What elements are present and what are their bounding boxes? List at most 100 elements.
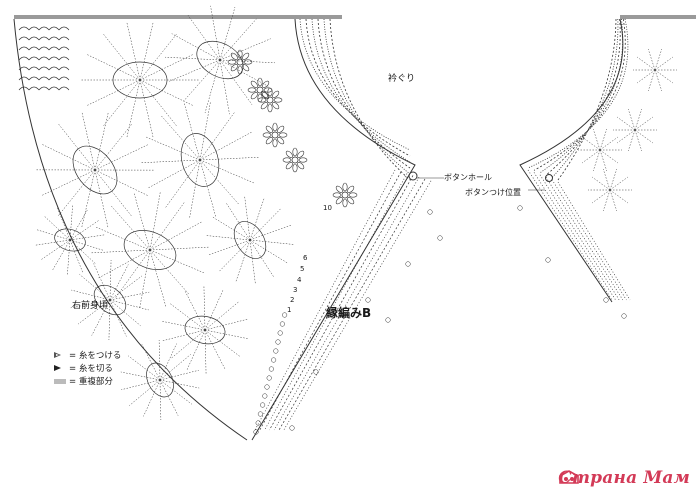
chain-stitch-line bbox=[103, 80, 140, 127]
chain-stitch-line bbox=[160, 380, 178, 416]
chain-stitch-line bbox=[110, 292, 149, 300]
flower-petal bbox=[244, 60, 252, 64]
chain-stitch-line bbox=[110, 260, 111, 300]
chain-stitch-line bbox=[635, 130, 653, 143]
shell-stitch bbox=[59, 47, 69, 50]
chain-stitch-line bbox=[200, 101, 211, 160]
row-number-circle bbox=[280, 322, 285, 327]
chain-stitch-line bbox=[200, 111, 235, 160]
chain-stitch-line bbox=[188, 15, 220, 60]
shell-stitch bbox=[49, 37, 59, 40]
edging-stitch-row bbox=[558, 182, 630, 300]
chain-stitch-line bbox=[90, 250, 150, 253]
chain-stitch-line bbox=[205, 289, 224, 330]
row-number-circle bbox=[260, 403, 265, 408]
edging-stitch-row bbox=[265, 174, 407, 430]
left-front-panel-chart bbox=[518, 15, 696, 318]
flower-petal bbox=[273, 139, 277, 147]
chain-stitch-line bbox=[140, 250, 150, 309]
shell-stitch bbox=[29, 47, 39, 50]
flower-petal bbox=[261, 91, 270, 100]
chain-stitch-line bbox=[628, 130, 635, 151]
shell-stitch bbox=[39, 47, 49, 50]
chain-stitch-line bbox=[200, 160, 216, 218]
chain-stitch-line bbox=[600, 150, 607, 171]
flower-petal bbox=[349, 193, 357, 197]
chain-stitch-line bbox=[582, 137, 600, 150]
chain-stitch-line bbox=[150, 191, 160, 250]
chain-stitch-line bbox=[95, 144, 149, 170]
legend-cut-yarn: = 糸を切る bbox=[54, 362, 113, 374]
flower-petal bbox=[248, 88, 256, 92]
row-count-5: 5 bbox=[300, 266, 304, 273]
chain-stitch-line bbox=[160, 380, 192, 404]
chain-stitch-line bbox=[86, 54, 140, 80]
row-number-circle bbox=[406, 262, 411, 267]
chain-stitch-line bbox=[165, 57, 220, 60]
chain-stitch-line bbox=[110, 276, 142, 300]
row-number-circle bbox=[276, 340, 281, 345]
shell-stitch bbox=[39, 67, 49, 70]
row-number-circle bbox=[622, 314, 627, 319]
chain-stitch-line bbox=[127, 22, 140, 80]
chain-stitch-line bbox=[172, 34, 220, 60]
chain-stitch-line bbox=[82, 111, 95, 170]
row-count-4: 4 bbox=[297, 277, 301, 284]
chain-stitch-line bbox=[205, 330, 206, 375]
row-number-circle bbox=[386, 318, 391, 323]
row-count-3: 3 bbox=[293, 287, 297, 294]
edging-stitch-row bbox=[552, 180, 626, 300]
chain-stitch-line bbox=[648, 70, 655, 91]
chain-stitch-line bbox=[140, 80, 153, 138]
flower-petal bbox=[285, 161, 294, 170]
chain-stitch-line bbox=[140, 33, 177, 80]
gray-bar-icon bbox=[54, 379, 66, 384]
chain-stitch-line bbox=[95, 170, 149, 196]
chain-stitch-line bbox=[150, 221, 203, 250]
row-number-circle bbox=[366, 298, 371, 303]
row-number-circle bbox=[267, 376, 272, 381]
shell-stitch bbox=[39, 27, 49, 30]
chain-stitch-line bbox=[582, 150, 600, 163]
chain-stitch-line bbox=[200, 160, 240, 205]
chain-stitch-line bbox=[205, 330, 249, 339]
flower-petal bbox=[333, 193, 341, 197]
chain-stitch-line bbox=[617, 117, 635, 130]
chain-stitch-line bbox=[134, 192, 150, 250]
chain-stitch-line bbox=[186, 330, 205, 371]
chain-stitch-line bbox=[655, 57, 673, 70]
chain-stitch-line bbox=[150, 201, 185, 250]
chain-stitch-line bbox=[82, 170, 95, 228]
chain-stitch-line bbox=[205, 330, 226, 370]
edging-b-label: 縁編みB bbox=[326, 307, 371, 319]
flower-petal bbox=[296, 150, 305, 159]
chain-stitch-line bbox=[600, 150, 618, 163]
chain-stitch-line bbox=[250, 240, 274, 278]
shell-stitch bbox=[39, 87, 49, 90]
chain-stitch-line bbox=[617, 130, 635, 143]
neckline-stitch-row bbox=[300, 19, 410, 150]
chain-stitch-line bbox=[150, 250, 166, 308]
neckline-stitch-row bbox=[306, 19, 410, 156]
chain-stitch-line bbox=[592, 190, 610, 203]
edging-stitch-row bbox=[528, 170, 612, 300]
chain-stitch-line bbox=[121, 372, 160, 380]
chain-stitch-line bbox=[140, 54, 194, 80]
shell-stitch bbox=[29, 87, 39, 90]
flower-petal bbox=[271, 101, 280, 110]
chain-stitch-line bbox=[35, 240, 70, 245]
chain-stitch-line bbox=[600, 129, 607, 150]
flower-petal bbox=[271, 90, 280, 99]
chain-stitch-line bbox=[95, 112, 108, 170]
flower-petal bbox=[299, 158, 307, 162]
chain-stitch-line bbox=[184, 102, 200, 160]
chain-stitch-line bbox=[592, 177, 610, 190]
shell-stitch bbox=[29, 77, 39, 80]
chain-stitch-line bbox=[140, 80, 177, 127]
row-number-circle bbox=[278, 331, 283, 336]
flower-petal bbox=[335, 185, 344, 194]
row-number-circle bbox=[518, 206, 523, 211]
flower-petal bbox=[346, 196, 355, 205]
chain-stitch-line bbox=[637, 70, 655, 83]
chain-stitch-line bbox=[610, 190, 628, 203]
